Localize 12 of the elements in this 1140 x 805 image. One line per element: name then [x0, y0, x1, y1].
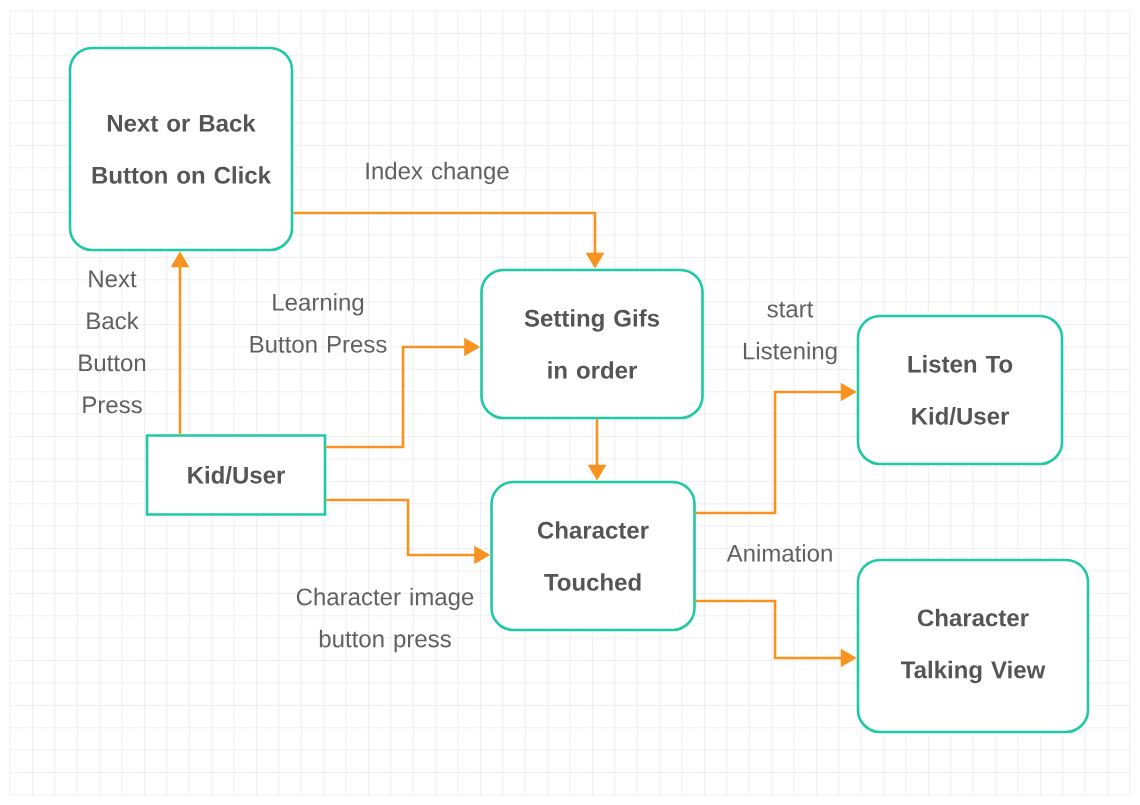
- edge-label: Next Back Button Press: [79, 270, 146, 414]
- process-box: Listen To Kid/User: [856, 314, 1064, 466]
- edge-label: start Listening: [743, 301, 837, 365]
- process-box: Character Touched: [490, 480, 696, 632]
- process-box: Kid/User: [145, 434, 327, 516]
- edge-label: Character image button press: [296, 587, 474, 653]
- edge-label: Learning Button Press: [250, 293, 387, 353]
- process-box: Character Talking View: [856, 558, 1090, 734]
- process-box: Setting Gifs in order: [480, 268, 704, 420]
- process-box: Next or Back Button on Click: [68, 46, 294, 252]
- edge-label: Index change: [366, 161, 509, 185]
- edge-label: Animation: [726, 544, 832, 562]
